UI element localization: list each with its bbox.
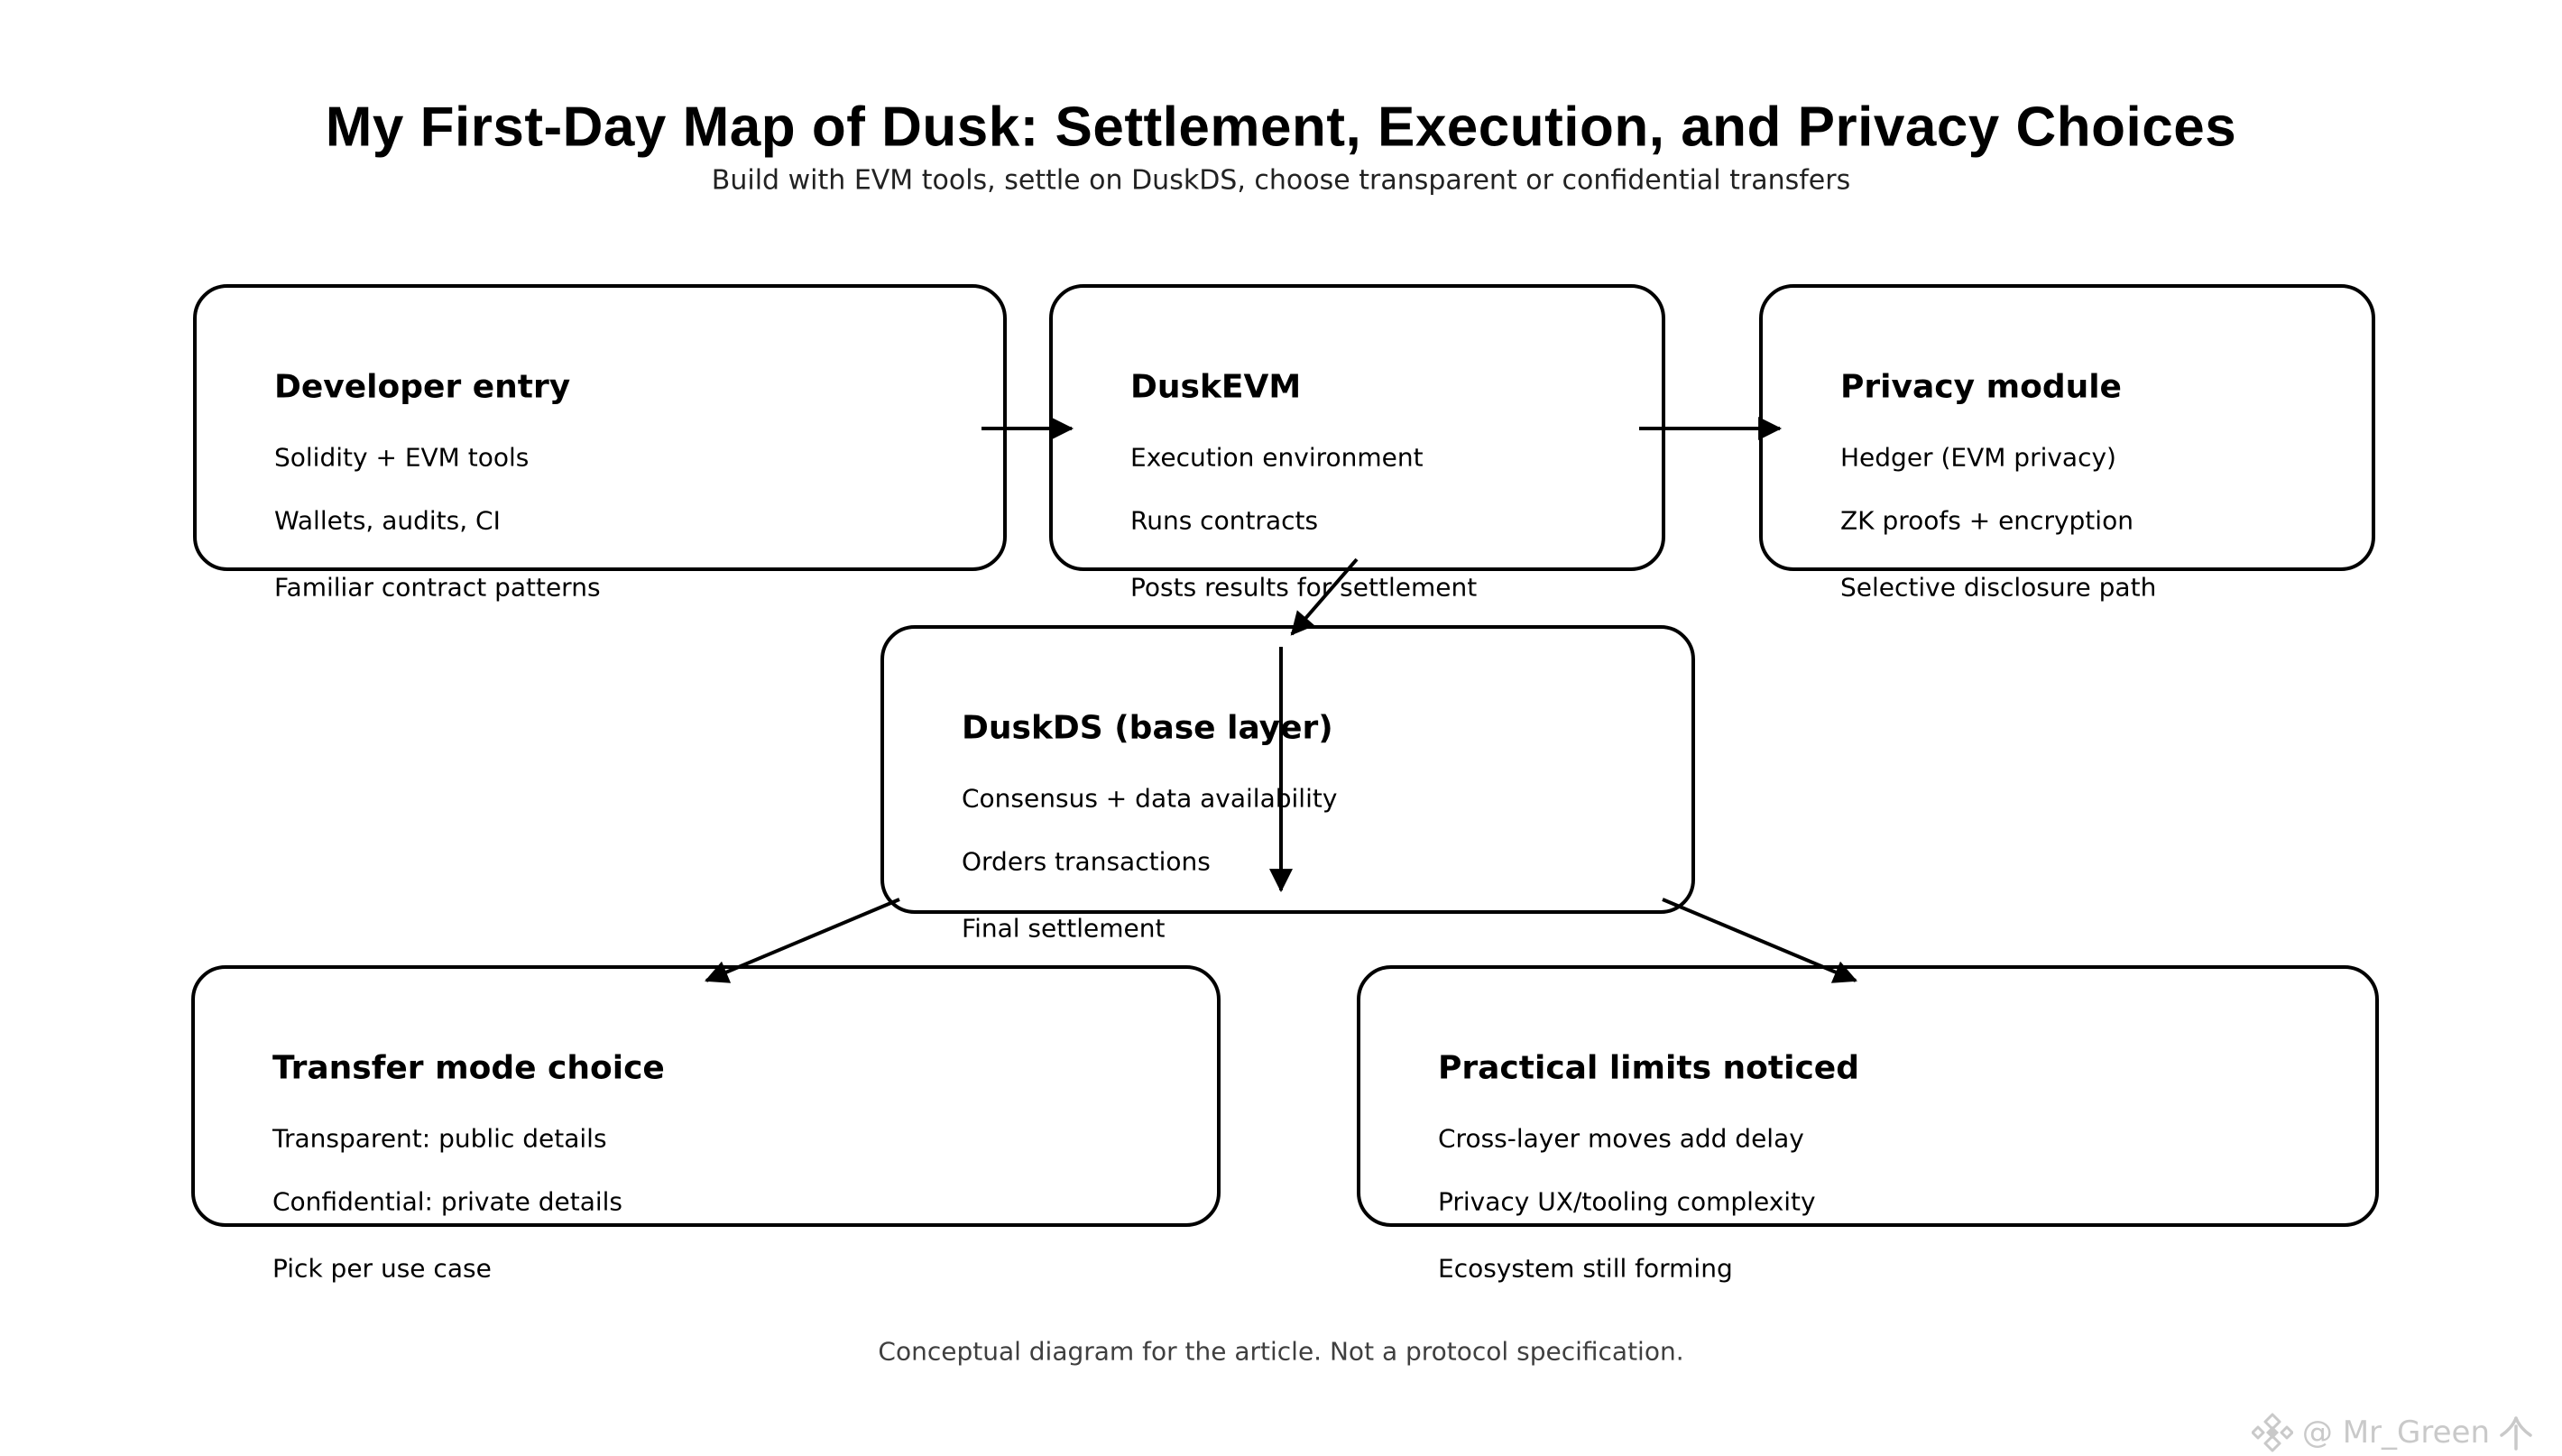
- footer-note: Conceptual diagram for the article. Not …: [878, 1336, 1684, 1367]
- node-line: Consensus + data availability: [962, 783, 1338, 814]
- node-title: Privacy module: [1840, 368, 2122, 406]
- watermark: @ Mr_Green: [2251, 1412, 2533, 1453]
- node-transfer-mode-choice: Transfer mode choice Transparent: public…: [191, 965, 1221, 1284]
- diamond-logo-icon: [2251, 1413, 2293, 1452]
- cjk-ge-glyph: [2500, 1416, 2532, 1451]
- node-line: Confidential: private details: [272, 1186, 623, 1217]
- node-line: Ecosystem still forming: [1438, 1253, 1733, 1284]
- node-line: Transparent: public details: [272, 1123, 607, 1154]
- node-line: Pick per use case: [272, 1253, 492, 1284]
- node-line: Solidity + EVM tools: [274, 442, 530, 473]
- node-practical-limits-noticed: Practical limits noticed Cross-layer mov…: [1357, 965, 2379, 1284]
- node-line: Runs contracts: [1130, 505, 1319, 536]
- node-title: Practical limits noticed: [1438, 1049, 1859, 1087]
- page-subtitle: Build with EVM tools, settle on DuskDS, …: [711, 164, 1851, 197]
- node-line: Hedger (EVM privacy): [1840, 442, 2116, 473]
- watermark-handle: @ Mr_Green: [2301, 1415, 2490, 1451]
- node-line: Privacy UX/tooling complexity: [1438, 1186, 1816, 1217]
- node-line: Execution environment: [1130, 442, 1424, 473]
- node-duskevm: DuskEVM Execution environment Runs contr…: [1049, 284, 1665, 603]
- page-title: My First-Day Map of Dusk: Settlement, Ex…: [325, 96, 2237, 159]
- node-line: Selective disclosure path: [1840, 572, 2157, 603]
- node-line: Cross-layer moves add delay: [1438, 1123, 1804, 1154]
- node-line: Familiar contract patterns: [274, 572, 601, 603]
- node-developer-entry: Developer entry Solidity + EVM tools Wal…: [193, 284, 1007, 603]
- node-title: Developer entry: [274, 368, 571, 406]
- node-line: ZK proofs + encryption: [1840, 505, 2133, 536]
- node-line: Posts results for settlement: [1130, 572, 1478, 603]
- node-line: Final settlement: [962, 913, 1166, 944]
- node-line: Orders transactions: [962, 846, 1211, 877]
- node-title: DuskDS (base layer): [962, 709, 1333, 747]
- node-privacy-module: Privacy module Hedger (EVM privacy) ZK p…: [1759, 284, 2375, 603]
- node-title: Transfer mode choice: [272, 1049, 665, 1087]
- node-duskds-base-layer: DuskDS (base layer) Consensus + data ava…: [880, 625, 1695, 944]
- node-title: DuskEVM: [1130, 368, 1302, 406]
- node-line: Wallets, audits, CI: [274, 505, 501, 536]
